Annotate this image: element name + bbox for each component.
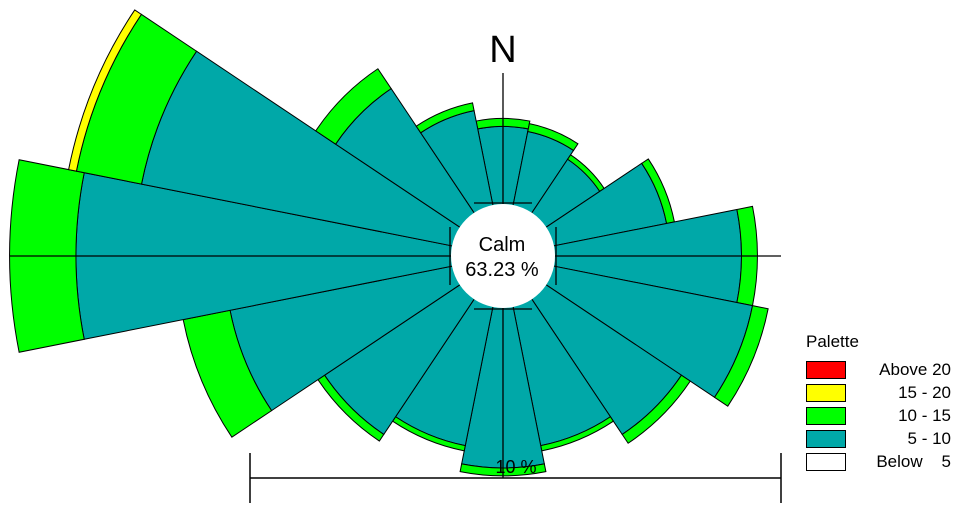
sector-wnw-15---20: [68, 9, 143, 172]
wind-rose-axes: [10, 73, 781, 478]
sector-nw-10---15: [315, 68, 392, 145]
legend-swatch: [806, 406, 846, 425]
sector-se-10---15: [621, 374, 691, 444]
calm-value: 63.23 %: [465, 259, 539, 281]
legend-item-below-5: Below 5: [806, 450, 951, 473]
calm-label: Calm: [479, 234, 526, 256]
legend-label: Below 5: [876, 451, 951, 471]
legend-label: 10 - 15: [898, 405, 951, 425]
legend-item-above-20: Above 20: [806, 358, 951, 381]
legend-swatch: [806, 383, 846, 402]
legend-label: Above 20: [879, 359, 951, 379]
calm-circle: [451, 204, 555, 308]
scale-bar-label: 10 %: [495, 457, 536, 477]
wind-rose-sectors: [9, 9, 769, 477]
legend-item-10-15: 10 - 15: [806, 404, 951, 427]
legend-label: 5 - 10: [907, 428, 951, 448]
legend-item-15-20: 15 - 20: [806, 381, 951, 404]
legend: Palette Above 20 15 - 20 10 - 15 5 - 10 …: [806, 332, 951, 473]
legend-item-5-10: 5 - 10: [806, 427, 951, 450]
sector-nnw-10---15: [415, 102, 475, 134]
legend-swatch: [806, 429, 846, 448]
sector-ese-10---15: [713, 305, 769, 407]
sector-nne-10---15: [527, 123, 579, 152]
north-label: N: [489, 29, 516, 71]
scale-bar: 10 %: [249, 453, 782, 503]
legend-swatch: [806, 360, 846, 379]
legend-title: Palette: [806, 332, 859, 351]
legend-swatch: [806, 452, 846, 471]
legend-label: 15 - 20: [898, 382, 951, 402]
